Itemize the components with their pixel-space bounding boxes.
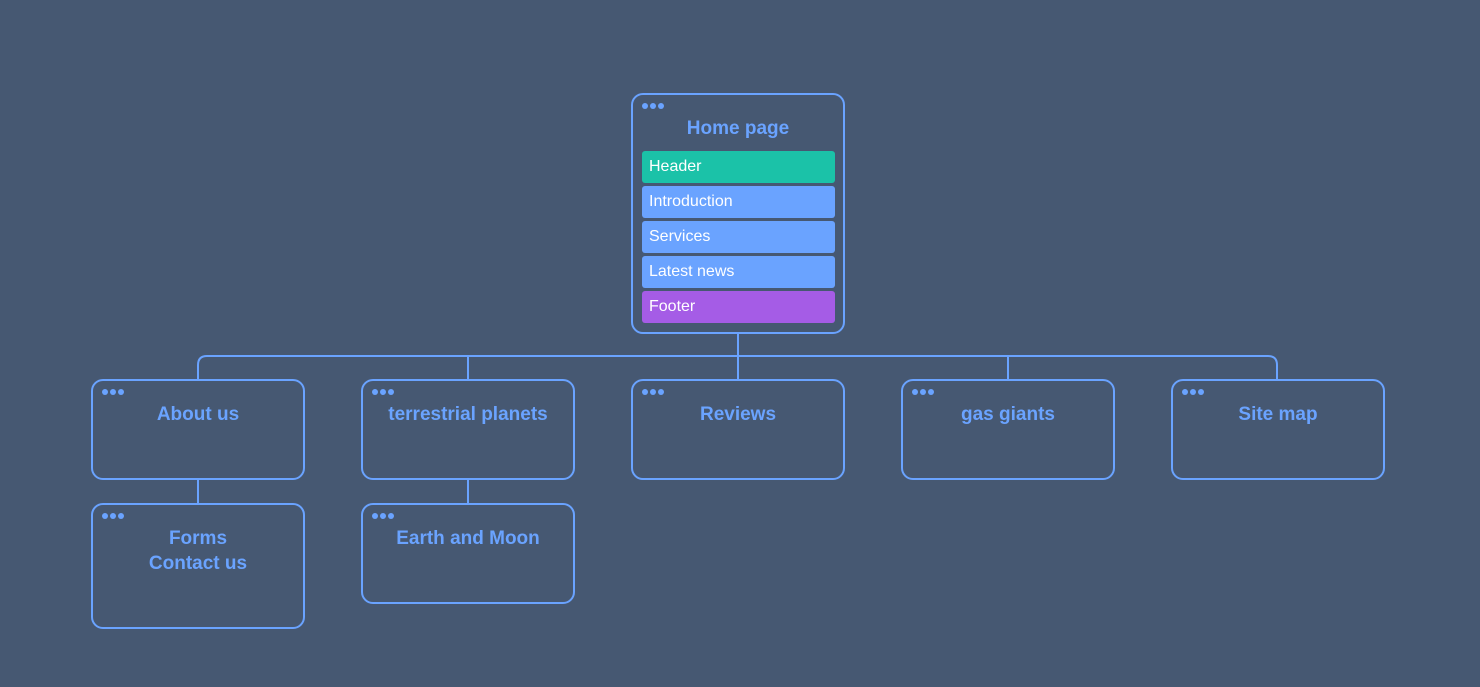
- home-page-sections: Header Introduction Services Latest news…: [642, 151, 835, 326]
- forms-contact-title: Forms Contact us: [93, 526, 303, 576]
- window-dots-icon: [102, 389, 124, 395]
- window-dots-icon: [912, 389, 934, 395]
- section-services[interactable]: Services: [642, 221, 835, 253]
- reviews-title: Reviews: [699, 404, 777, 425]
- home-page-card[interactable]: Home page Header Introduction Services L…: [631, 93, 845, 334]
- gas-giants-card[interactable]: gas giants: [901, 379, 1115, 480]
- section-header[interactable]: Header: [642, 151, 835, 183]
- window-dots-icon: [372, 389, 394, 395]
- window-dots-icon: [102, 513, 124, 519]
- earth-and-moon-title: Earth and Moon: [363, 526, 573, 551]
- section-introduction[interactable]: Introduction: [642, 186, 835, 218]
- terrestrial-planets-title: terrestrial planets: [388, 404, 548, 425]
- earth-and-moon-card[interactable]: Earth and Moon: [361, 503, 575, 604]
- section-latest-news[interactable]: Latest news: [642, 256, 835, 288]
- contact-us-label: Contact us: [148, 553, 248, 574]
- section-footer[interactable]: Footer: [642, 291, 835, 323]
- window-dots-icon: [372, 513, 394, 519]
- forms-contact-card[interactable]: Forms Contact us: [91, 503, 305, 629]
- about-us-card[interactable]: About us: [91, 379, 305, 480]
- site-map-title: Site map: [1238, 404, 1318, 425]
- connector-horizontal-bus: [197, 355, 1278, 380]
- window-dots-icon: [642, 103, 664, 109]
- site-map-card[interactable]: Site map: [1171, 379, 1385, 480]
- about-us-title: About us: [156, 404, 240, 425]
- home-page-title: Home page: [686, 118, 790, 139]
- earth-and-moon-label: Earth and Moon: [396, 528, 540, 549]
- gas-giants-title: gas giants: [961, 404, 1055, 425]
- window-dots-icon: [642, 389, 664, 395]
- forms-label: Forms: [168, 528, 228, 549]
- terrestrial-planets-card[interactable]: terrestrial planets: [361, 379, 575, 480]
- window-dots-icon: [1182, 389, 1204, 395]
- reviews-card[interactable]: Reviews: [631, 379, 845, 480]
